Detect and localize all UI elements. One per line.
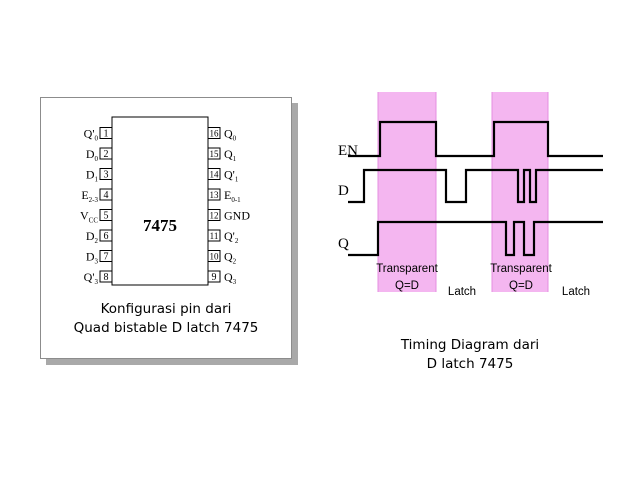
region-2-label-line2: Q=D [509,280,533,292]
pin-16: 16 Q0 [207,127,237,143]
right-pins: 16 Q0 15 Q1 14 Q'1 13 E0-1 12 GND 11 Q'2 10 Q2 9 Q3 [207,127,250,286]
pin-9: 9 Q3 [207,270,237,286]
waveform-en [348,120,603,158]
pin-label: Q'0 [84,127,99,143]
pin-number: 16 [210,129,220,139]
pin-number: 13 [210,190,220,200]
pin-label: Q0 [224,127,237,143]
pin-box [207,209,221,221]
region-1-label-line1: Transparent [376,263,438,275]
pin-number: 8 [104,272,109,283]
transparent-region-1 [378,92,436,292]
pin-box [99,127,113,139]
left-pins: 1 Q'0 2 D0 3 D1 4 E2-3 5 VCC 6 D2 7 D3 8 Q'3 [80,127,113,286]
pin-3: 3 D1 [86,168,113,184]
pin-5: 5 VCC [80,209,113,225]
pin-box [99,250,113,262]
pin-box [99,270,113,283]
pin-box [207,168,221,180]
pin-number: 12 [210,211,219,221]
pin-number: 10 [210,252,220,262]
pin-caption: Konfigurasi pin dari Quad bistable D lat… [40,300,292,338]
pin-box [99,168,113,180]
pin-number: 9 [212,272,217,283]
pin-label: Q'3 [84,270,99,286]
pin-number: 14 [210,170,220,180]
pin-6: 6 D2 [86,229,113,245]
pin-label: E0-1 [224,188,241,204]
pin-label: E2-3 [81,188,98,204]
pin-number: 15 [210,149,220,159]
waveform-q [348,220,603,257]
chip-label: 7475 [143,216,177,235]
region-1-label-line2: Q=D [395,280,419,292]
timing-diagram: EN D Q Transparent Q=D Latch Transparent… [338,92,603,298]
pin-label: D1 [86,168,99,184]
chip-body [111,116,209,286]
pin-1: 1 Q'0 [84,127,113,143]
pin-number: 6 [104,231,109,242]
pin-box [99,147,113,160]
pin-label: D2 [86,229,99,245]
pin-label: Q2 [224,250,237,266]
pin-number: 5 [104,211,109,222]
waveform-d [348,168,603,204]
pin-13: 13 E0-1 [207,188,241,204]
pin-box [207,229,221,242]
pin-2: 2 D0 [86,147,113,163]
pin-14: 14 Q'1 [207,168,239,184]
pin-15: 15 Q1 [207,147,237,163]
label-d: D [338,183,349,199]
pin-box [207,270,221,283]
pin-label: GND [224,209,250,223]
pin-4: 4 E2-3 [81,188,113,204]
pin-box [207,147,221,160]
pin-box [99,188,113,201]
timing-caption-line2: D latch 7475 [426,356,514,372]
pin-label: VCC [80,209,98,225]
pin-10: 10 Q2 [207,250,237,266]
pin-number: 2 [104,149,109,160]
pin-11: 11 Q'2 [207,229,239,245]
pin-box [99,209,113,221]
pin-box [207,188,221,201]
pin-box [99,229,113,242]
pin-label: D0 [86,147,99,163]
pin-label: Q'2 [224,229,239,245]
pin-8: 8 Q'3 [84,270,113,286]
label-q: Q [338,236,349,252]
pin-number: 3 [104,170,109,181]
pin-box [207,127,221,139]
pin-7: 7 D3 [86,250,113,266]
pin-box [207,250,221,262]
pin-12: 12 GND [207,209,250,223]
pin-caption-line1: Konfigurasi pin dari [100,301,232,317]
latch-label-1: Latch [448,286,476,298]
pin-number: 11 [210,231,219,241]
latch-label-2: Latch [562,286,590,298]
pin-label: D3 [86,250,99,266]
pin-label: Q3 [224,270,237,286]
pin-number: 7 [104,252,109,263]
pin-label: Q1 [224,147,237,163]
pin-label: Q'1 [224,168,239,184]
pin-caption-line2: Quad bistable D latch 7475 [73,320,259,336]
timing-caption-line1: Timing Diagram dari [400,337,540,353]
pin-number: 4 [104,190,109,201]
transparent-region-2 [492,92,548,292]
pin-number: 1 [104,129,109,140]
region-2-label-line1: Transparent [490,263,552,275]
timing-caption: Timing Diagram dari D latch 7475 [360,336,580,374]
